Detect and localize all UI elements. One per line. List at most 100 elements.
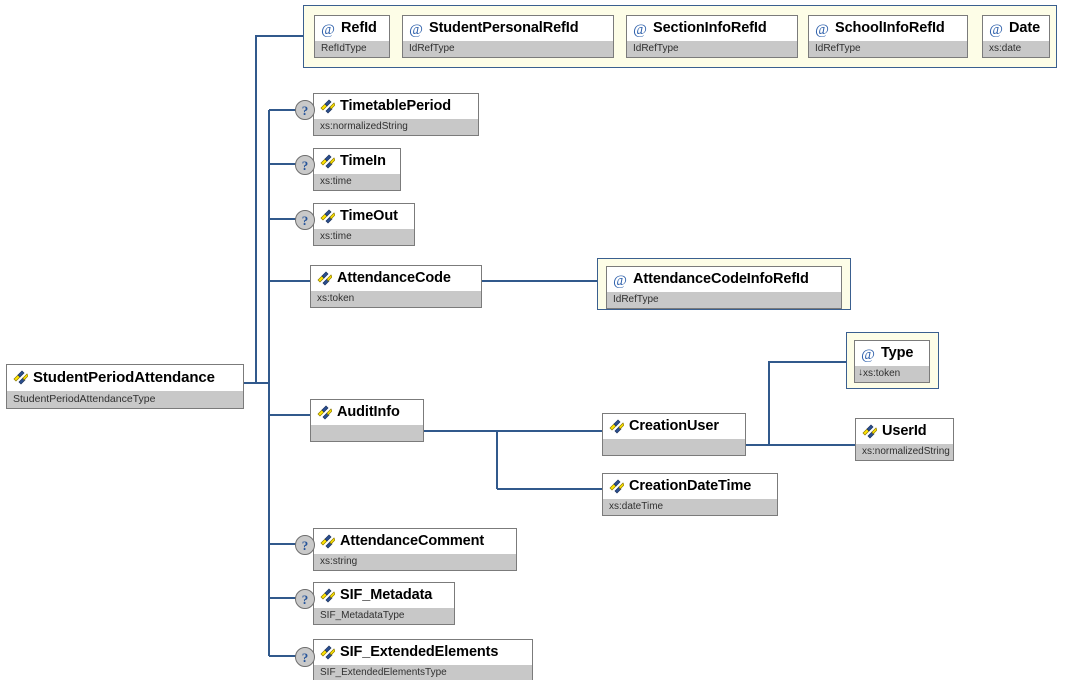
svg-text:@: @ <box>633 22 647 37</box>
element-timetableperiod-type: xs:normalizedString <box>314 119 478 135</box>
optional-marker-timeout: ? <box>295 210 315 230</box>
element-attendancecomment-title-row: AttendanceComment <box>314 529 516 554</box>
root-element-title-row: StudentPeriodAttendance <box>7 365 243 391</box>
attribute-date[interactable]: @ Date xs:date <box>982 15 1050 58</box>
element-sif-metadata[interactable]: SIF_Metadata SIF_MetadataType <box>313 582 455 625</box>
element-icon <box>861 424 877 440</box>
attribute-schoolinforefid[interactable]: @ SchoolInfoRefId IdRefType <box>808 15 968 58</box>
attribute-type[interactable]: @ Type ↓xs:token <box>854 340 930 383</box>
element-attendancecomment-name: AttendanceComment <box>340 533 485 549</box>
element-timeout-type: xs:time <box>314 229 414 245</box>
element-auditinfo[interactable]: AuditInfo <box>310 399 424 442</box>
element-sif-metadata-name: SIF_Metadata <box>340 587 433 603</box>
element-icon <box>12 370 28 386</box>
element-userid-name: UserId <box>882 423 927 439</box>
element-attendancecode-type: xs:token <box>311 291 481 307</box>
element-timeout[interactable]: TimeOut xs:time <box>313 203 415 246</box>
attribute-type-title-row: @ Type <box>855 341 929 366</box>
element-sif-extendedelements[interactable]: SIF_ExtendedElements SIF_ExtendedElement… <box>313 639 533 680</box>
attribute-date-title-row: @ Date <box>983 16 1049 41</box>
element-creationdatetime-title-row: CreationDateTime <box>603 474 777 499</box>
root-element-student-period-attendance[interactable]: StudentPeriodAttendance StudentPeriodAtt… <box>6 364 244 409</box>
element-timein-name: TimeIn <box>340 153 386 169</box>
element-creationuser-type <box>603 439 745 455</box>
element-creationdatetime[interactable]: CreationDateTime xs:dateTime <box>602 473 778 516</box>
optional-marker-sif-metadata: ? <box>295 589 315 609</box>
attribute-type-type: xs:token <box>863 368 901 379</box>
root-element-name: StudentPeriodAttendance <box>33 369 215 386</box>
element-auditinfo-name: AuditInfo <box>337 404 400 420</box>
attribute-date-name: Date <box>1009 20 1041 36</box>
element-creationuser-title-row: CreationUser <box>603 414 745 439</box>
attribute-attendancecodeinforefid-name: AttendanceCodeInfoRefId <box>633 271 809 287</box>
optional-marker-attendancecomment: ? <box>295 535 315 555</box>
root-element-type: StudentPeriodAttendanceType <box>7 391 243 408</box>
svg-text:@: @ <box>409 22 423 37</box>
svg-text:@: @ <box>989 22 1003 37</box>
element-sif-extendedelements-title-row: SIF_ExtendedElements <box>314 640 532 665</box>
element-attendancecomment-type: xs:string <box>314 554 516 570</box>
element-creationdatetime-name: CreationDateTime <box>629 478 752 494</box>
element-creationuser[interactable]: CreationUser <box>602 413 746 456</box>
element-creationuser-name: CreationUser <box>629 418 719 434</box>
element-icon <box>316 271 332 287</box>
attribute-studentpersonalrefid-title-row: @ StudentPersonalRefId <box>403 16 613 41</box>
attribute-icon: @ <box>814 21 830 37</box>
attribute-attendancecodeinforefid-title-row: @ AttendanceCodeInfoRefId <box>607 267 841 292</box>
optional-marker-timetableperiod: ? <box>295 100 315 120</box>
element-icon <box>319 645 335 661</box>
element-icon <box>319 588 335 604</box>
svg-text:@: @ <box>861 347 875 362</box>
element-sif-metadata-type: SIF_MetadataType <box>314 608 454 624</box>
attribute-refid[interactable]: @ RefId RefIdType <box>314 15 390 58</box>
element-timeout-title-row: TimeOut <box>314 204 414 229</box>
element-icon <box>316 405 332 421</box>
element-attendancecode-name: AttendanceCode <box>337 270 451 286</box>
element-sif-extendedelements-name: SIF_ExtendedElements <box>340 644 499 660</box>
element-icon <box>319 99 335 115</box>
svg-text:@: @ <box>613 273 627 288</box>
element-timein[interactable]: TimeIn xs:time <box>313 148 401 191</box>
attribute-studentpersonalrefid[interactable]: @ StudentPersonalRefId IdRefType <box>402 15 614 58</box>
attribute-sectioninforefid-type: IdRefType <box>627 41 797 57</box>
attribute-date-type: xs:date <box>983 41 1049 57</box>
restriction-arrow-icon: ↓ <box>858 367 863 378</box>
attribute-schoolinforefid-type: IdRefType <box>809 41 967 57</box>
attribute-icon: @ <box>988 21 1004 37</box>
element-userid[interactable]: UserId xs:normalizedString <box>855 418 954 461</box>
element-auditinfo-title-row: AuditInfo <box>311 400 423 425</box>
attribute-refid-title-row: @ RefId <box>315 16 389 41</box>
attribute-attendancecodeinforefid[interactable]: @ AttendanceCodeInfoRefId IdRefType <box>606 266 842 309</box>
svg-text:@: @ <box>321 22 335 37</box>
element-icon <box>608 419 624 435</box>
element-userid-title-row: UserId <box>856 419 953 444</box>
element-sif-extendedelements-type: SIF_ExtendedElementsType <box>314 665 532 680</box>
element-icon <box>608 479 624 495</box>
optional-marker-sif-extendedelements: ? <box>295 647 315 667</box>
element-timetableperiod-name: TimetablePeriod <box>340 98 452 114</box>
attribute-icon: @ <box>408 21 424 37</box>
element-attendancecomment[interactable]: AttendanceComment xs:string <box>313 528 517 571</box>
optional-marker-timein: ? <box>295 155 315 175</box>
attribute-type-name: Type <box>881 345 914 361</box>
element-creationdatetime-type: xs:dateTime <box>603 499 777 515</box>
attribute-studentpersonalrefid-type: IdRefType <box>403 41 613 57</box>
element-sif-metadata-title-row: SIF_Metadata <box>314 583 454 608</box>
attribute-icon: @ <box>860 346 876 362</box>
attribute-attendancecodeinforefid-type: IdRefType <box>607 292 841 308</box>
element-timein-type: xs:time <box>314 174 400 190</box>
element-timetableperiod[interactable]: TimetablePeriod xs:normalizedString <box>313 93 479 136</box>
element-timeout-name: TimeOut <box>340 208 398 224</box>
attribute-refid-type: RefIdType <box>315 41 389 57</box>
attribute-sectioninforefid[interactable]: @ SectionInfoRefId IdRefType <box>626 15 798 58</box>
element-timein-title-row: TimeIn <box>314 149 400 174</box>
element-icon <box>319 534 335 550</box>
element-timetableperiod-title-row: TimetablePeriod <box>314 94 478 119</box>
attribute-icon: @ <box>632 21 648 37</box>
attribute-icon: @ <box>320 21 336 37</box>
element-attendancecode[interactable]: AttendanceCode xs:token <box>310 265 482 308</box>
element-icon <box>319 209 335 225</box>
attribute-icon: @ <box>612 272 628 288</box>
attribute-sectioninforefid-title-row: @ SectionInfoRefId <box>627 16 797 41</box>
